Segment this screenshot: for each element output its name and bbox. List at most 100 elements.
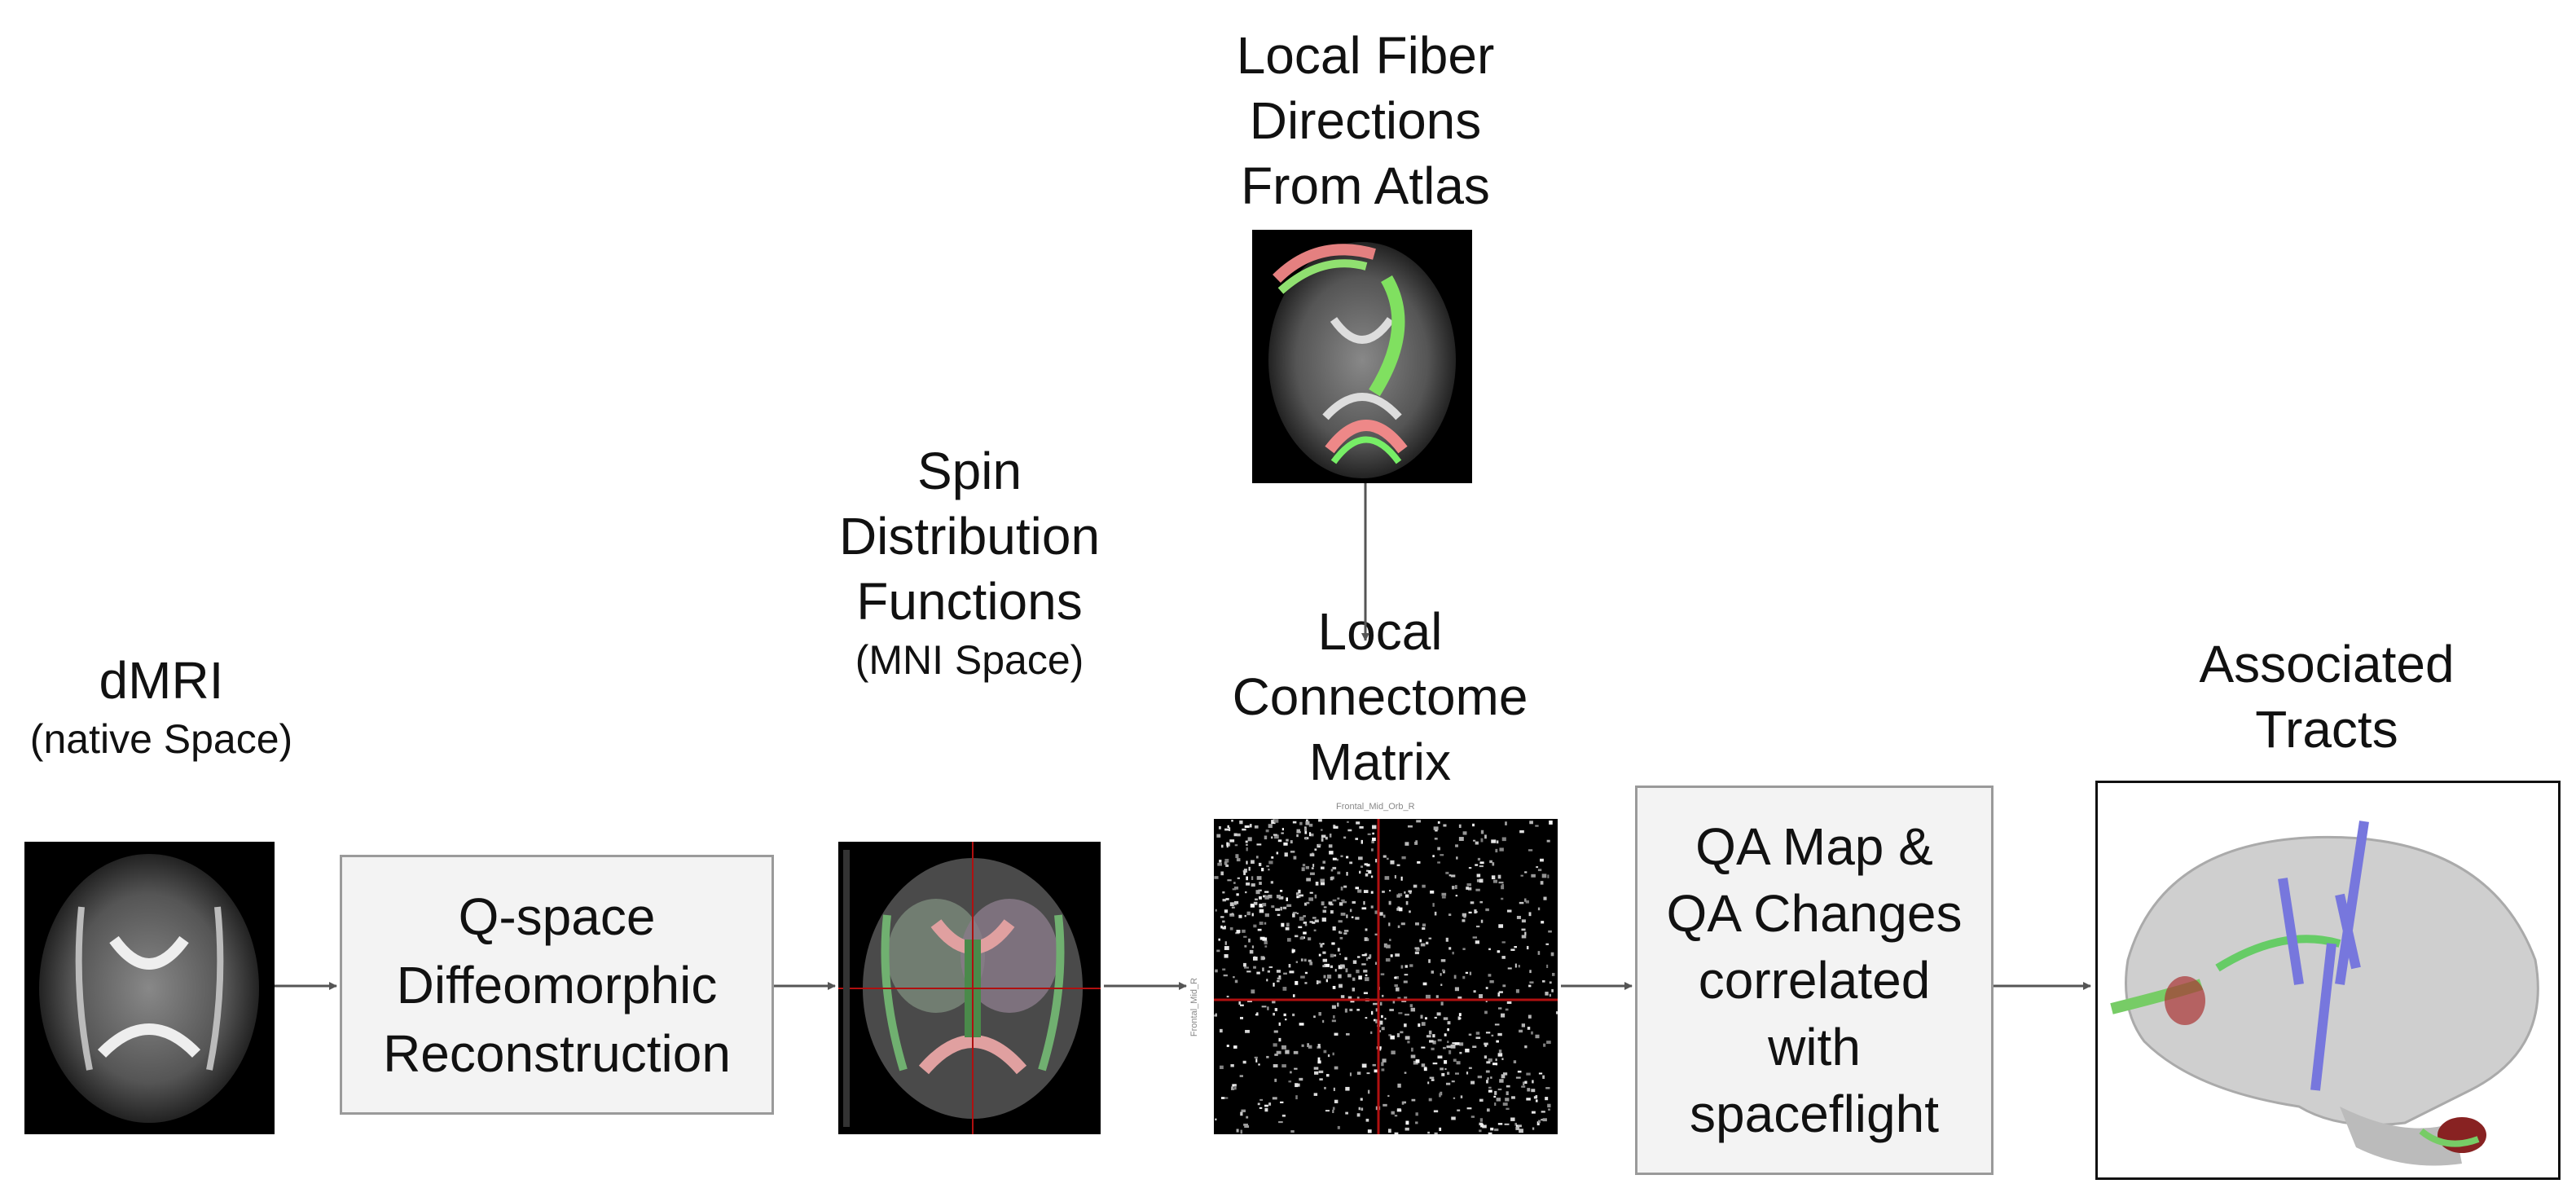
matrix-cell	[1226, 995, 1229, 998]
matrix-cell	[1262, 957, 1266, 960]
matrix-cell	[1221, 844, 1224, 848]
matrix-cell	[1334, 1099, 1339, 1103]
matrix-cell	[1309, 921, 1313, 923]
matrix-cell	[1239, 1004, 1244, 1006]
matrix-cell	[1521, 919, 1526, 923]
matrix-cell	[1487, 1077, 1489, 1080]
matrix-cell	[1404, 891, 1406, 894]
matrix-cell	[1458, 837, 1464, 841]
matrix-cell	[1220, 916, 1224, 918]
matrix-cell	[1277, 977, 1281, 980]
matrix-cell	[1368, 869, 1372, 874]
matrix-cell	[1524, 898, 1527, 902]
matrix-cell	[1264, 1107, 1268, 1112]
matrix-cell	[1299, 916, 1304, 921]
sdf-label-line: Spin	[917, 442, 1022, 500]
matrix-cell	[1327, 1054, 1330, 1058]
matrix-cell	[1364, 863, 1369, 866]
matrix-cell	[1428, 1098, 1432, 1102]
matrix-cell	[1314, 894, 1317, 899]
matrix-cell	[1229, 927, 1233, 931]
matrix-cell	[1246, 843, 1248, 846]
matrix-cell	[1409, 964, 1413, 967]
matrix-cell	[1303, 931, 1307, 935]
matrix-cell	[1331, 942, 1335, 945]
matrix-cell	[1227, 879, 1232, 882]
matrix-cell	[1272, 1001, 1276, 1004]
matrix-cell	[1439, 1127, 1442, 1132]
matrix-cell	[1306, 878, 1311, 882]
matrix-cell	[1304, 830, 1308, 834]
sdf-label-line: Functions	[856, 572, 1083, 631]
matrix-cell	[1545, 1097, 1549, 1101]
matrix-cell	[1365, 1118, 1369, 1122]
matrix-cell	[1246, 876, 1248, 881]
matrix-cell	[1404, 996, 1408, 1001]
matrix-cell	[1477, 1076, 1483, 1079]
matrix-cell	[1358, 1107, 1361, 1111]
matrix-cell	[1404, 842, 1409, 846]
matrix-cell	[1437, 847, 1440, 851]
matrix-cell	[1410, 1007, 1416, 1012]
matrix-cell	[1524, 1045, 1528, 1049]
matrix-cell	[1411, 1047, 1413, 1052]
matrix-cell	[1397, 1083, 1401, 1088]
matrix-cell	[1414, 947, 1419, 950]
matrix-cell	[1246, 1116, 1249, 1119]
matrix-cell	[1363, 992, 1368, 995]
matrix-cell	[1347, 829, 1352, 832]
matrix-cell	[1394, 1132, 1399, 1134]
matrix-cell	[1523, 1081, 1525, 1086]
matrix-cell	[1381, 1027, 1385, 1031]
matrix-cell	[1339, 953, 1342, 956]
matrix-cell	[1232, 1084, 1237, 1087]
matrix-cell	[1262, 967, 1264, 972]
matrix-cell	[1346, 914, 1348, 918]
matrix-cell	[1403, 980, 1408, 984]
matrix-cell	[1312, 917, 1317, 919]
matrix-cell	[1286, 897, 1288, 901]
matrix-cell	[1475, 1032, 1480, 1035]
matrix-cell	[1352, 960, 1357, 964]
matrix-cell	[1268, 869, 1270, 871]
matrix-cell	[1545, 943, 1550, 945]
matrix-cell	[1404, 1036, 1410, 1040]
matrix-cell	[1264, 891, 1269, 893]
associated-tracts-image	[2095, 781, 2561, 1180]
matrix-cell	[1466, 1072, 1469, 1075]
matrix-cell	[1248, 866, 1251, 871]
matrix-cell	[1416, 820, 1421, 823]
matrix-cell	[1511, 1096, 1515, 1099]
matrix-cell	[1267, 1006, 1269, 1010]
matrix-cell	[1484, 1042, 1488, 1045]
matrix-cell	[1398, 1012, 1403, 1014]
matrix-cell	[1510, 1117, 1515, 1121]
matrix-cell	[1315, 882, 1319, 886]
matrix-cell	[1361, 954, 1367, 957]
matrix-cell	[1484, 834, 1487, 839]
matrix-cell	[1304, 971, 1308, 975]
matrix-cell	[1404, 1023, 1407, 1028]
matrix-cell	[1274, 834, 1279, 839]
matrix-cell	[1448, 874, 1452, 877]
matrix-cell	[1404, 894, 1409, 898]
matrix-cell	[1295, 980, 1299, 985]
matrix-cell	[1232, 888, 1237, 891]
matrix-cell	[1480, 919, 1484, 923]
matrix-cell	[1488, 1132, 1492, 1134]
matrix-cell	[1394, 976, 1399, 979]
matrix-cell	[1222, 968, 1226, 971]
matrix-cell	[1434, 838, 1438, 840]
matrix-cell	[1277, 913, 1281, 917]
matrix-cell	[1277, 979, 1280, 983]
matrix-cell	[1309, 872, 1315, 875]
matrix-cell	[1339, 984, 1343, 988]
matrix-cell	[1383, 1103, 1387, 1107]
matrix-cell	[1274, 1008, 1278, 1011]
matrix-cell	[1528, 984, 1532, 988]
matrix-cell	[1531, 1089, 1536, 1093]
matrix-cell	[1494, 1023, 1500, 1026]
matrix-cell	[1356, 969, 1360, 974]
matrix-cell	[1426, 941, 1429, 945]
matrix-cell	[1525, 900, 1529, 904]
